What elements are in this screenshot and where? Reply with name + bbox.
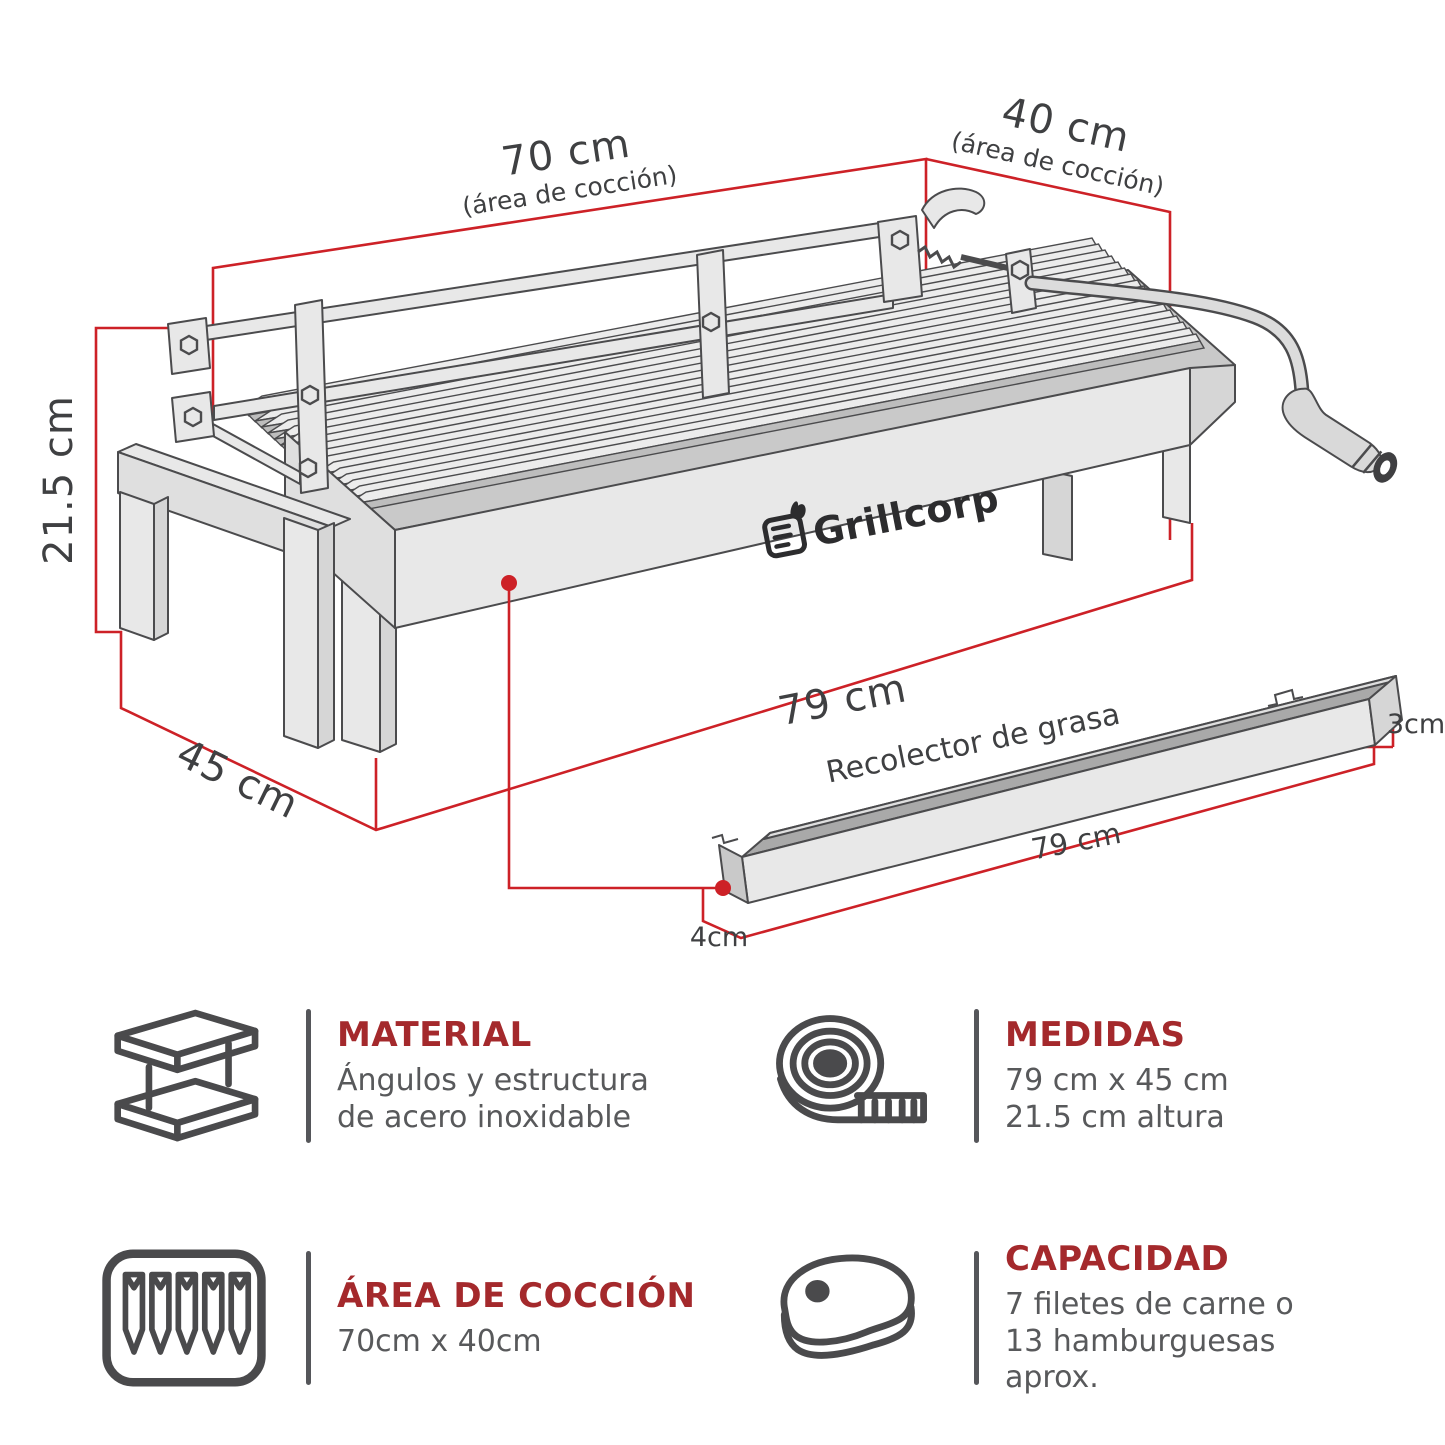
grill-illustration: Grillcorp [117, 187, 1398, 753]
grill-technical-diagram: Grillcorp [36, 89, 1445, 953]
crank-handle [1281, 387, 1398, 483]
dim-line-tray-length [701, 748, 1376, 940]
tray-right-cap [1368, 675, 1403, 746]
stand-front-leg [283, 517, 319, 749]
grill-grate-icon [88, 1243, 280, 1393]
grill-bars-glyph [770, 523, 793, 549]
tray-left-notch [711, 833, 739, 845]
spec-line: 21.5 cm altura [1005, 1100, 1225, 1135]
dim-label-length: 79 cm [775, 665, 911, 735]
spec-line: 13 hamburguesas aprox. [1005, 1323, 1276, 1396]
grease-tray-illustration [711, 675, 1403, 904]
adjuster-rod [960, 254, 1009, 271]
spec-divider [974, 1251, 979, 1385]
spec-medidas: MEDIDAS 79 cm x 45 cm 21.5 cm altura [756, 992, 1374, 1160]
dim-label-depth: 45 cm [169, 730, 306, 828]
grillcorp-logo-mark [762, 513, 808, 559]
tray-width-label: 4cm [690, 922, 748, 953]
spec-title-material: MATERIAL [337, 1015, 532, 1056]
measuring-tape-icon [756, 1002, 948, 1150]
steak-icon [756, 1242, 948, 1394]
tray-callout [501, 575, 731, 896]
left-stand [117, 443, 351, 749]
spec-divider [306, 1251, 311, 1385]
spec-area-coccion: ÁREA DE COCCIÓN 70cm x 40cm [88, 1234, 706, 1402]
callout-dot-tray [715, 880, 731, 896]
spec-title-area: ÁREA DE COCCIÓN [337, 1275, 696, 1316]
grate-lift-mechanism [167, 187, 1398, 494]
grill-back-right-leg [1042, 469, 1073, 561]
tray-right-notch [1267, 688, 1304, 707]
spec-divider [306, 1009, 311, 1143]
clamp-lever [921, 187, 986, 229]
spec-material: MATERIAL Ángulos y estructura de acero i… [88, 992, 706, 1160]
spec-line: de acero inoxidable [337, 1100, 632, 1135]
firebox-right-end [1189, 364, 1236, 446]
flame-icon [790, 501, 806, 520]
stand-back-leg-side [153, 496, 169, 641]
tray-height-label: 3cm [1387, 709, 1445, 740]
stand-front-leg-side [317, 522, 335, 749]
spec-capacidad: CAPACIDAD 7 filetes de carne o 13 hambur… [756, 1234, 1374, 1402]
dim-label-height: 21.5 cm [36, 395, 82, 565]
diagram-canvas: Grillcorp [36, 89, 1445, 953]
crank-arm [1027, 278, 1307, 398]
spec-title-capacidad: CAPACIDAD [1005, 1239, 1230, 1280]
spec-divider [974, 1009, 979, 1143]
dim-line-70cm [211, 157, 928, 418]
spec-title-medidas: MEDIDAS [1005, 1015, 1186, 1056]
spec-line: 79 cm x 45 cm [1005, 1063, 1229, 1099]
spec-line: 7 filetes de carne o [1005, 1287, 1294, 1323]
dim-line-height-depth-length [94, 326, 1194, 832]
handle-rings [1351, 443, 1383, 474]
crank-plate [877, 215, 923, 303]
spec-cards: MATERIAL Ángulos y estructura de acero i… [88, 992, 1374, 1402]
spec-line: Ángulos y estructura [337, 1063, 649, 1099]
adjuster-screw-spring [917, 244, 962, 270]
stand-back-leg [119, 491, 155, 641]
spec-line: 70cm x 40cm [337, 1323, 542, 1359]
callout-dot-firebox [501, 575, 517, 591]
steel-beam-icon [88, 997, 280, 1155]
